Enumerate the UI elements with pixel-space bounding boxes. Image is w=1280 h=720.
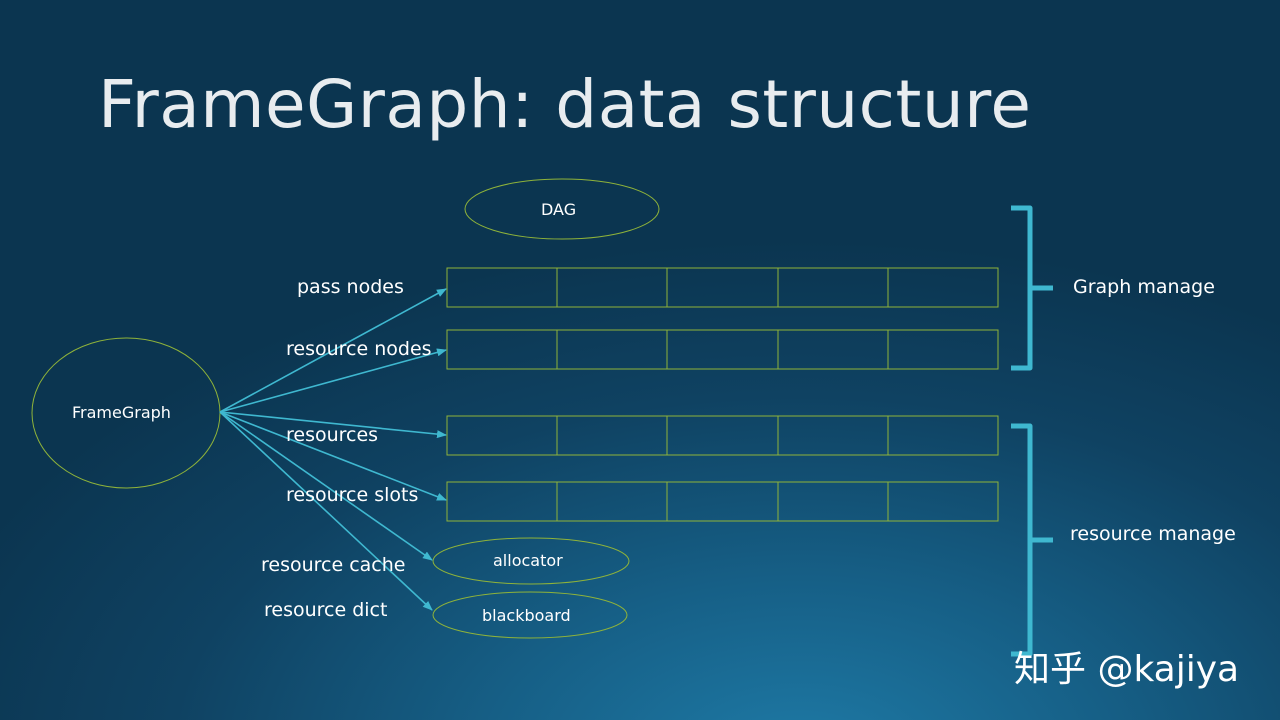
- blackboard-node: [432, 591, 628, 639]
- resource-slots-label: resource slots: [286, 484, 419, 506]
- resources-array: [446, 415, 999, 456]
- slide-title: FrameGraph: data structure: [98, 66, 1032, 143]
- dag-node: [464, 178, 660, 240]
- resource-dict-label: resource dict: [264, 599, 388, 621]
- resource-slots-array: [446, 481, 999, 522]
- resource-nodes-array: [446, 329, 999, 370]
- allocator-node: [432, 537, 630, 585]
- zhihu-watermark: 知乎 @kajiya: [1014, 649, 1240, 690]
- arrow-allocator: [219, 411, 433, 561]
- blackboard-label: blackboard: [482, 606, 571, 625]
- resource-nodes-label: resource nodes: [286, 338, 432, 360]
- dag-label: DAG: [541, 200, 577, 219]
- arrow-pass-nodes: [219, 288, 447, 413]
- resources-label: resources: [286, 424, 379, 446]
- resource-manage-brace: [1011, 423, 1053, 657]
- framegraph-label: FrameGraph: [72, 403, 171, 422]
- arrow-resource-slots: [219, 411, 447, 501]
- pass-nodes-label: pass nodes: [297, 276, 404, 298]
- arrow-resource-nodes: [219, 348, 447, 413]
- resource-manage-label: resource manage: [1070, 523, 1236, 545]
- arrow-resources: [219, 411, 447, 439]
- allocator-label: allocator: [493, 551, 563, 570]
- pass-nodes-array: [446, 267, 999, 308]
- graph-manage-brace: [1011, 205, 1053, 371]
- arrow-blackboard: [219, 411, 433, 611]
- graph-manage-label: Graph manage: [1073, 276, 1215, 298]
- resource-cache-label: resource cache: [261, 554, 406, 576]
